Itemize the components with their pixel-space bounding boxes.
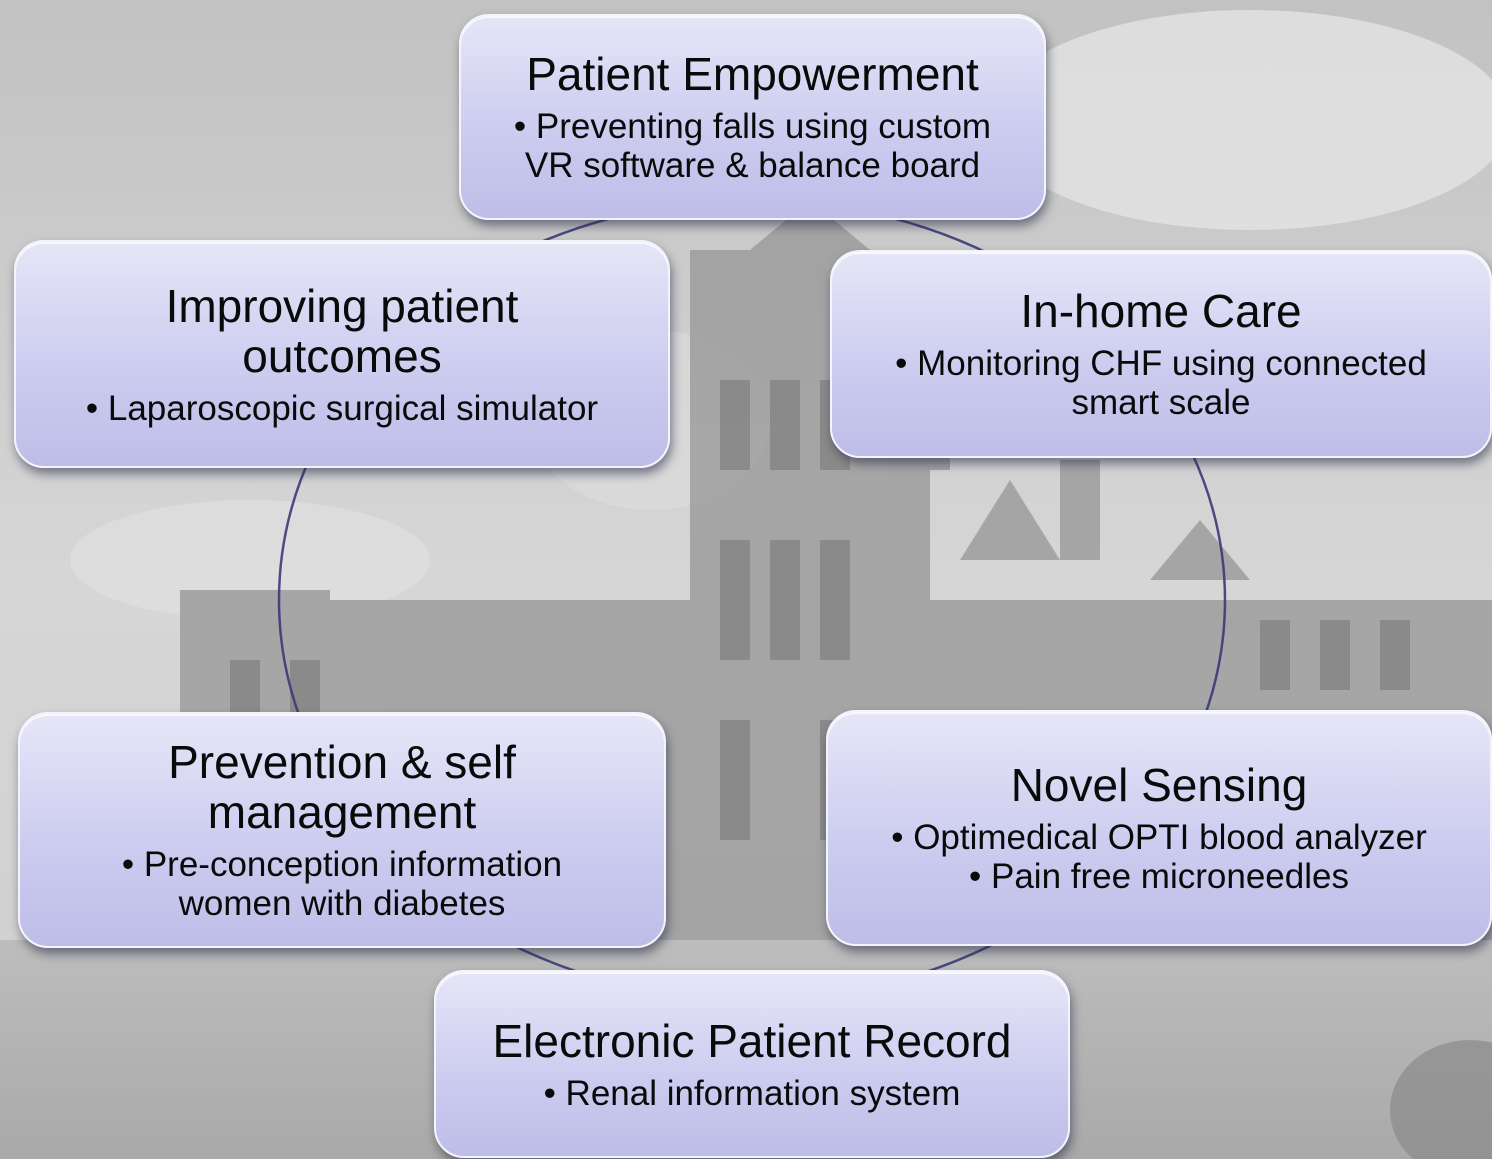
node-bullets: • Optimedical OPTI blood analyzer • Pain… (891, 818, 1427, 896)
node-improving-patient-outcomes: Improving patient outcomes • Laparoscopi… (14, 240, 670, 468)
bullet-item: • Pre-conception information women with … (121, 845, 563, 923)
bullet-item: • Laparoscopic surgical simulator (85, 388, 599, 428)
bullet-item: • Renal information system (543, 1073, 961, 1113)
node-bullets: • Monitoring CHF using connected smart s… (861, 344, 1461, 422)
bullet-item: • Preventing falls using custom VR softw… (513, 107, 992, 185)
bullet-item: • Pain free microneedles (969, 857, 1349, 896)
node-title: Prevention & self management (168, 736, 516, 838)
node-novel-sensing: Novel Sensing • Optimedical OPTI blood a… (826, 710, 1492, 946)
node-title: Patient Empowerment (526, 48, 979, 100)
node-in-home-care: In-home Care • Monitoring CHF using conn… (830, 250, 1492, 458)
node-bullets: • Preventing falls using custom VR softw… (493, 107, 1013, 185)
node-bullets: • Laparoscopic surgical simulator (86, 389, 598, 428)
node-title: Electronic Patient Record (492, 1014, 1012, 1067)
node-title: Novel Sensing (1010, 759, 1308, 811)
node-patient-empowerment: Patient Empowerment • Preventing falls u… (459, 14, 1046, 220)
node-bullets: • Pre-conception information women with … (92, 845, 592, 923)
node-prevention-self-management: Prevention & self management • Pre-conce… (18, 712, 666, 948)
node-title: In-home Care (1020, 285, 1302, 337)
bullet-item: • Monitoring CHF using connected smart s… (895, 344, 1427, 422)
node-title: Improving patient outcomes (165, 279, 519, 382)
node-bullets: • Renal information system (544, 1074, 961, 1113)
bullet-item: • Optimedical OPTI blood analyzer (891, 818, 1427, 857)
node-electronic-patient-record: Electronic Patient Record • Renal inform… (434, 970, 1070, 1158)
